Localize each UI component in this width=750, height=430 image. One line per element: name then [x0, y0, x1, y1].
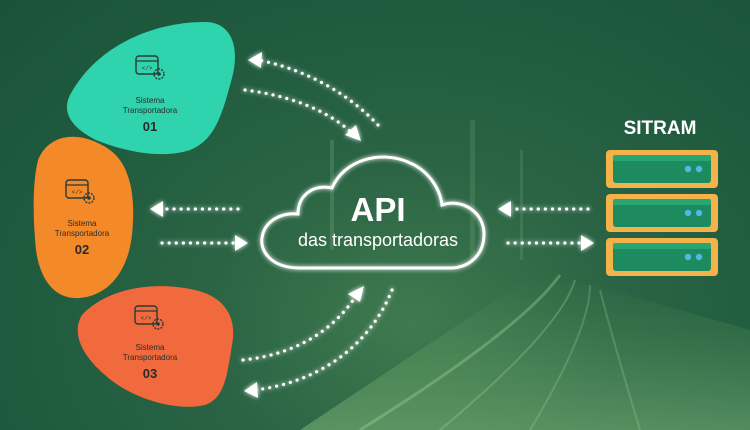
- cloud-icon: [260, 155, 486, 270]
- api-subtitle: das transportadoras: [297, 230, 459, 250]
- server-unit-2: [606, 194, 718, 232]
- server-unit-3: [606, 238, 718, 276]
- system-card-03: [77, 286, 234, 407]
- system-number: 03: [142, 366, 158, 381]
- server-unit-1: [606, 150, 718, 188]
- arrow-head-top-outer: [248, 52, 262, 68]
- arrow-head-top-inner: [345, 125, 361, 141]
- arrow-icon: [150, 52, 594, 398]
- system-card-02: [33, 136, 134, 299]
- arrow-head-bottom-outer: [244, 382, 258, 398]
- arrow-head-right-lower: [581, 235, 594, 251]
- arrow-head-mid-left-upper: [150, 201, 163, 217]
- system-name: Sistema Transportadora: [122, 343, 178, 362]
- background-road: [300, 120, 750, 430]
- system-card-02-label: Sistema Transportadora 02: [44, 219, 120, 258]
- arrow-path-bottom-outer: [253, 288, 394, 392]
- arrow-path-top-outer: [256, 58, 380, 127]
- arrows: [160, 58, 590, 392]
- arrow-path-bottom-inner: [241, 294, 358, 362]
- system-name: Sistema Transportadora: [54, 219, 110, 238]
- svg-text:</>: </>: [142, 65, 153, 72]
- arrow-path-top-inner: [243, 88, 354, 135]
- arrow-head-bottom-inner: [348, 286, 364, 302]
- code-window-gear-icon: </>: [135, 55, 165, 80]
- system-number: 01: [142, 119, 158, 134]
- code-window-gear-icon: </>: [134, 305, 164, 330]
- svg-text:</>: </>: [72, 189, 83, 196]
- code-window-gear-icon: </>: [65, 179, 95, 204]
- server-label: SITRAM: [623, 118, 697, 139]
- api-title: API: [350, 191, 406, 228]
- system-number: 02: [74, 242, 90, 257]
- svg-text:</>: </>: [141, 315, 152, 322]
- server-rack-icon: [606, 150, 718, 276]
- system-card-03-label: Sistema Transportadora 03: [112, 343, 188, 382]
- arrow-head-mid-left-lower: [235, 235, 248, 251]
- arrow-head-right-upper: [498, 201, 511, 217]
- system-name: Sistema Transportadora: [122, 96, 178, 115]
- system-card-01: [66, 22, 235, 155]
- system-card-01-label: Sistema Transportadora 01: [112, 96, 188, 135]
